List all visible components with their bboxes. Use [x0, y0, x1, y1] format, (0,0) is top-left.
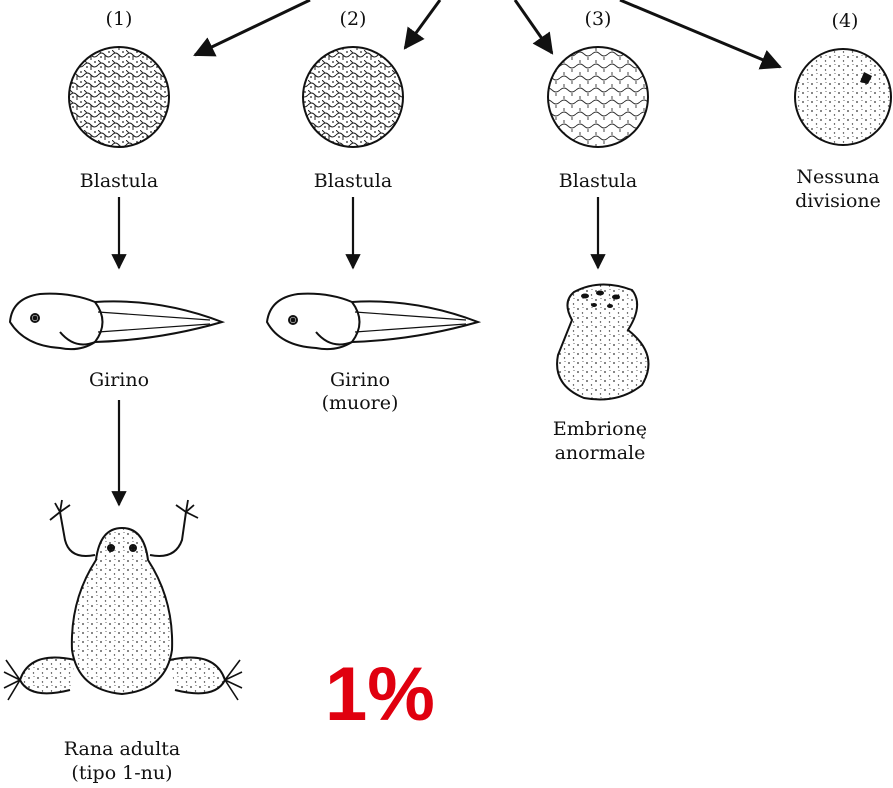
column-1-stage2-label: Girino [59, 369, 179, 391]
column-4-stage1-label: Nessuna [783, 166, 893, 188]
blastula-2-image [303, 47, 403, 147]
abnormal-embryo-image [557, 284, 648, 399]
blastula-3-image [548, 47, 648, 147]
column-1-stage3-label: Rana adulta [42, 738, 202, 760]
adult-frog-image [4, 500, 242, 700]
column-4-stage1-label-line2: divisione [783, 190, 893, 212]
column-2-number: (2) [333, 8, 373, 30]
undivided-egg-image [795, 49, 891, 145]
column-3-stage2-label: Embrionę [540, 418, 660, 440]
column-2-stage2-label-line2: (muore) [300, 392, 420, 414]
arrow-to-2 [405, 0, 440, 48]
column-2-stage1-label: Blastula [293, 170, 413, 192]
column-1-stage3-label-line2: (tipo 1-nu) [42, 762, 202, 784]
arrow-to-1 [195, 0, 310, 55]
column-1-stage1-label: Blastula [59, 170, 179, 192]
column-2-stage2-label: Girino [300, 369, 420, 391]
arrow-to-3 [515, 0, 552, 53]
tadpole-1-image [10, 294, 222, 349]
arrow-to-4 [620, 0, 780, 67]
column-4-number: (4) [825, 10, 865, 32]
column-3-stage2-label-line2: anormale [540, 442, 660, 464]
top-arrows [195, 0, 780, 67]
percentage-highlight: 1% [325, 655, 435, 735]
blastula-1-image [69, 47, 169, 147]
column-3-number: (3) [578, 8, 618, 30]
tadpole-2-image [267, 294, 478, 349]
vertical-arrows [119, 197, 598, 505]
column-1-number: (1) [99, 8, 139, 30]
column-3-stage1-label: Blastula [538, 170, 658, 192]
